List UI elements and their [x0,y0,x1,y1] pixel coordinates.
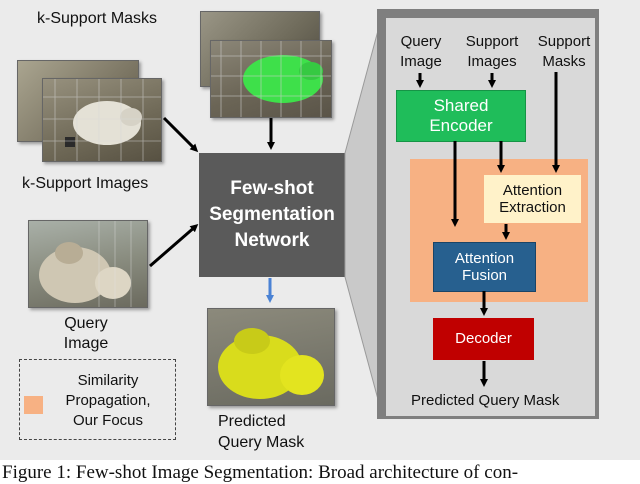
detail-support-masks-label: Support Masks [537,33,591,70]
detail-query-image-label: Query Image [400,33,442,70]
arrow-support-images-to-network [162,116,199,153]
decoder-label: Decoder [455,330,512,348]
query-image-photo [28,220,148,308]
predicted-query-mask-label: Predicted Query Mask [218,413,305,451]
few-shot-network-box: Few-shot Segmentation Network [199,153,345,277]
decoder-box: Decoder [433,318,534,360]
few-shot-network-title: Few-shot Segmentation Network [209,178,335,251]
shared-encoder-box: Shared Encoder [396,90,526,142]
detail-output-label: Predicted Query Mask [411,392,560,409]
shared-encoder-label: Shared Encoder [429,96,493,135]
support-images-label: k-Support Images [22,175,149,192]
figure-caption: Figure 1: Few-shot Image Segmentation: B… [2,462,519,483]
support-masks-label: k-Support Masks [37,10,158,27]
arrow-query-to-network [149,224,199,268]
attention-fusion-label: Attention Fusion [454,249,515,284]
legend-text: Similarity Propagation, Our Focus [65,372,151,429]
predicted-mask-image [218,328,324,399]
attention-extraction-label: Attention Extraction [499,181,566,216]
predicted-mask-photo [207,308,335,406]
arrows-layer [149,72,560,387]
detail-support-images-label: Support Images [465,33,519,70]
support-image-photo-front [42,78,162,162]
support-mask-photo-front [210,40,332,118]
support-sheep-image [43,79,161,161]
figure-panel: k-Support Masks [0,0,640,460]
attention-fusion-box: Attention Fusion [433,242,536,292]
query-sheep-image [39,221,132,307]
legend-swatch [24,396,43,414]
query-image-label: Query Image [63,315,109,352]
legend-box [19,359,176,440]
attention-extraction-box: Attention Extraction [484,175,581,223]
support-mask-image [211,41,331,117]
